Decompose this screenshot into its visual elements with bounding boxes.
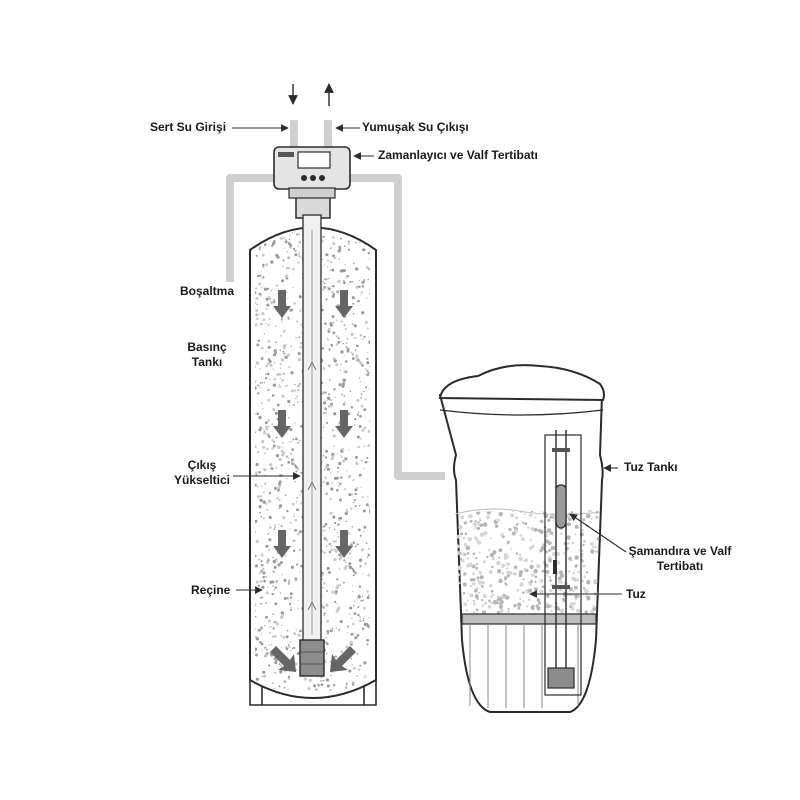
label-pressure-tank-line2: Tankı: [191, 355, 223, 369]
label-float-valve-line2: Tertibatı: [656, 559, 704, 573]
flow-arrow-diagonal-icon: [330, 646, 356, 672]
flow-arrow-down-icon: [335, 410, 353, 438]
brine-tank-lid: [438, 364, 605, 402]
flow-arrow-diagonal-icon: [270, 646, 296, 672]
flow-arrow-down-icon: [335, 530, 353, 558]
label-pressure-tank: Basınç Tankı: [172, 340, 242, 370]
riser-tube: [302, 214, 322, 646]
label-outlet-riser: Çıkış Yükseltici: [162, 458, 242, 488]
distributor-basket: [299, 639, 325, 677]
flow-arrow-down-icon: [335, 290, 353, 318]
label-drain: Boşaltma: [180, 284, 235, 298]
brine-tank-body: [438, 394, 604, 713]
flow-arrow-down-icon: [273, 410, 291, 438]
label-float-valve-line1: Şamandıra ve Valf: [628, 544, 732, 558]
label-salt: Tuz: [626, 587, 646, 601]
brine-line-pipe: [226, 174, 445, 480]
leader-lines: [232, 124, 627, 598]
label-timer-valve-assembly: Zamanlayıcı ve Valf Tertibatı: [378, 148, 538, 162]
control-valve-icon: [273, 146, 351, 199]
flow-arrow-down-icon: [273, 530, 291, 558]
flow-arrow-down-icon: [273, 290, 291, 318]
label-outlet-riser-line2: Yükseltici: [173, 473, 231, 487]
float-valve-assembly: [544, 430, 582, 696]
label-soft-water-outlet: Yumuşak Su Çıkışı: [362, 120, 469, 134]
label-outlet-riser-line1: Çıkış: [187, 458, 217, 472]
flow-arrows: [270, 290, 356, 672]
label-hard-water-inlet: Sert Su Girişi: [150, 120, 227, 134]
label-pressure-tank-line1: Basınç: [187, 340, 227, 354]
inlet-outlet-pipes: [290, 120, 332, 150]
label-brine-tank: Tuz Tankı: [624, 460, 678, 474]
label-resin: Reçine: [191, 583, 231, 597]
label-float-valve-assembly: Şamandıra ve Valf Tertibatı: [612, 544, 748, 574]
salt-grid-platform: [461, 613, 597, 708]
